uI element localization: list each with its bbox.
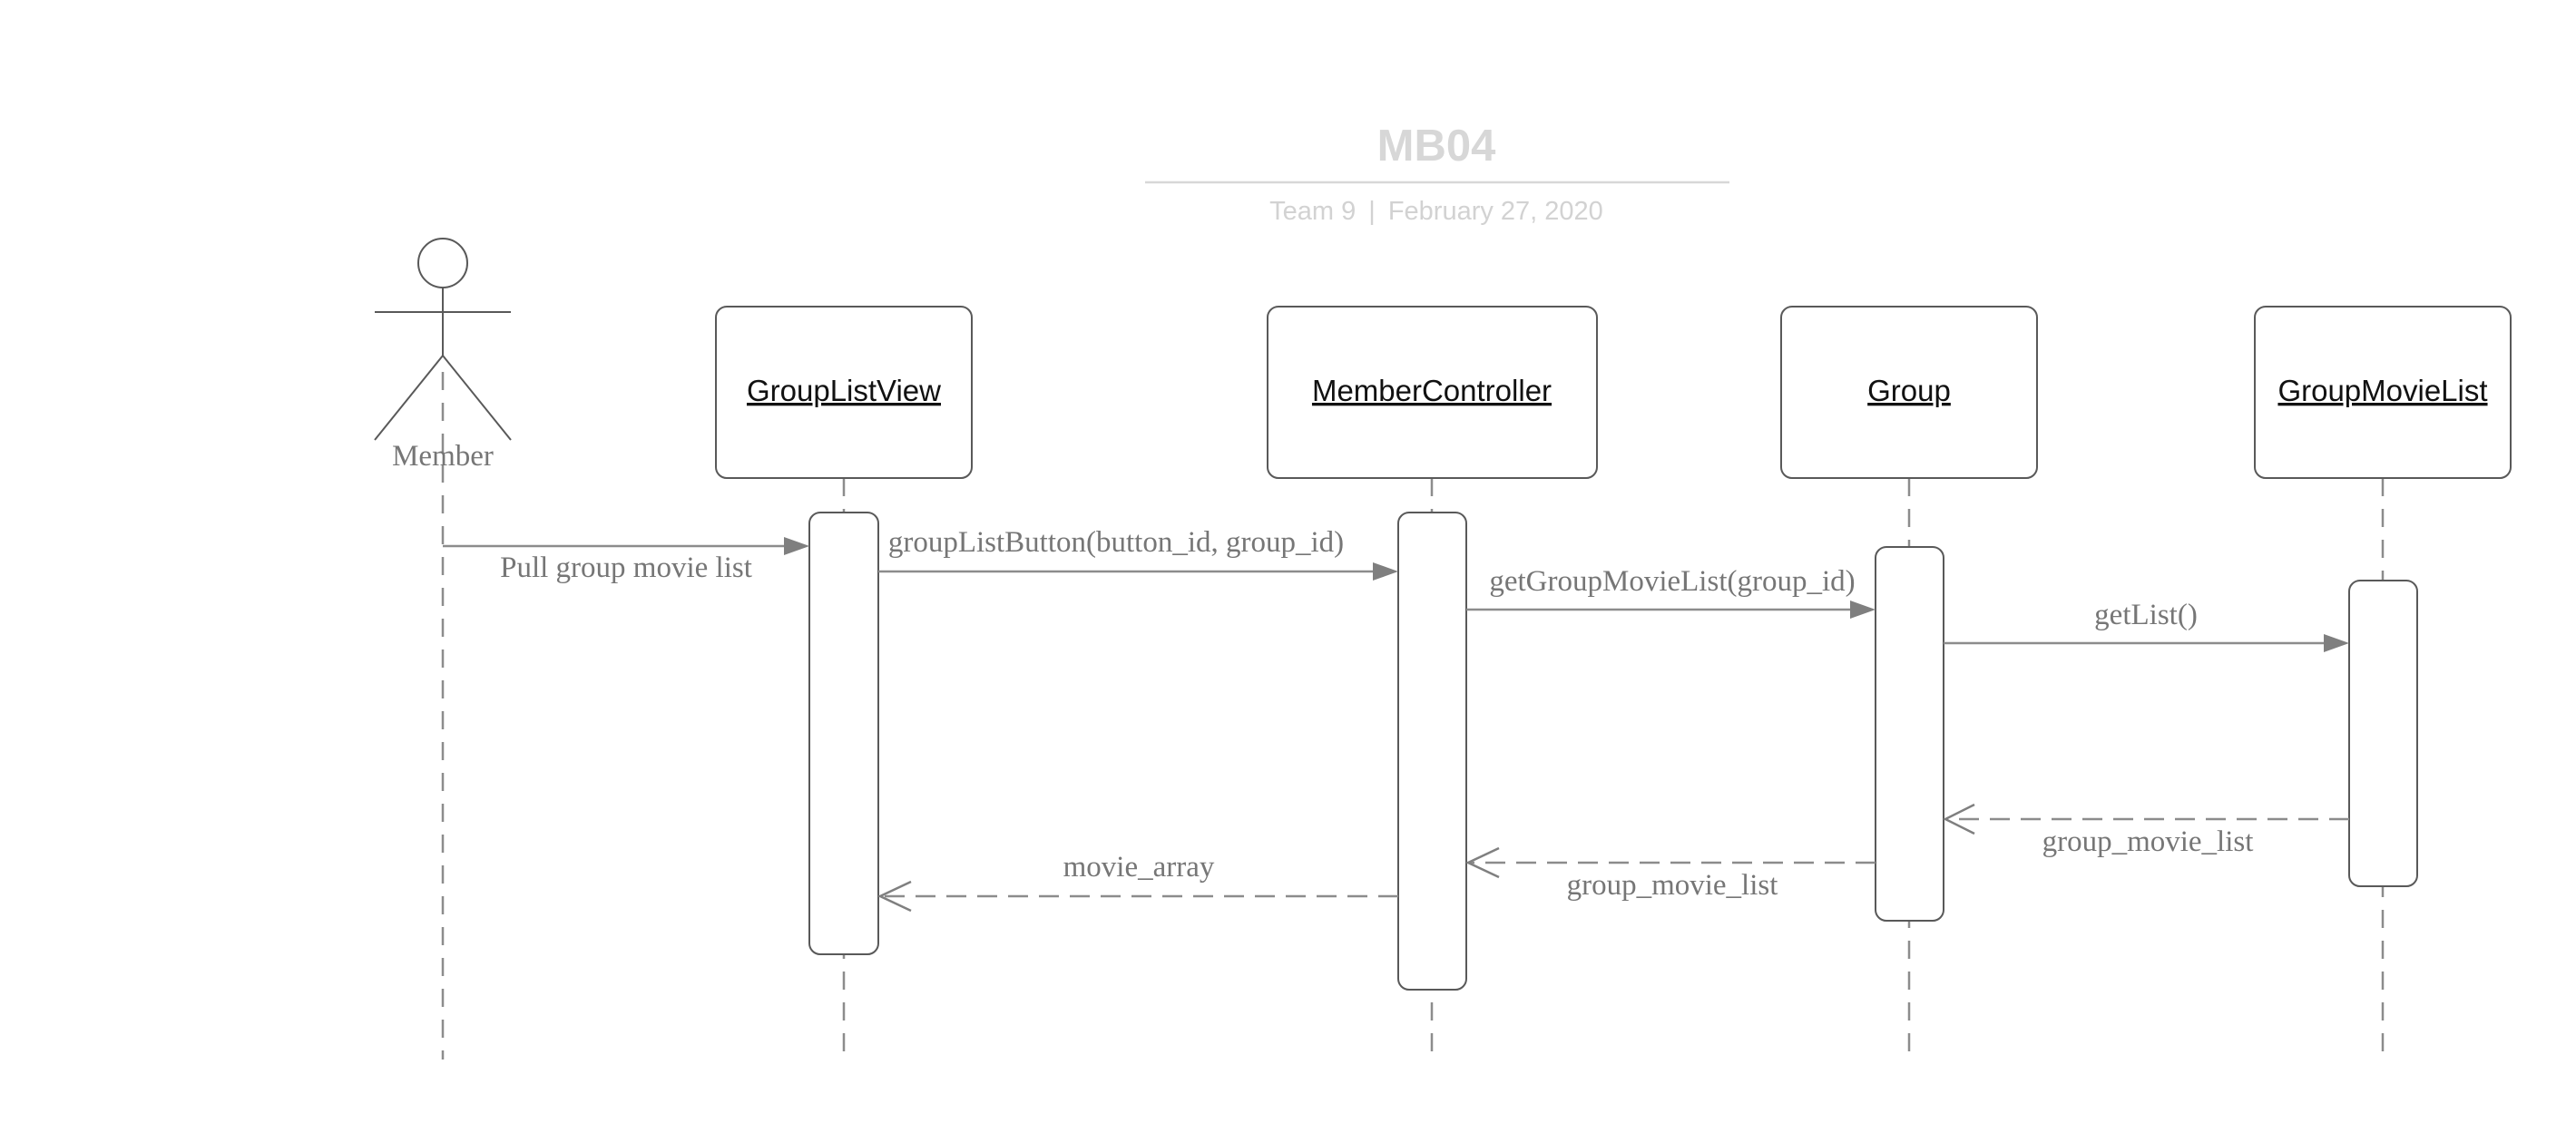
activation-membercontroller — [1397, 512, 1467, 991]
message-label: movie_array — [1063, 851, 1215, 884]
stick-figure-icon — [374, 238, 512, 441]
message-label: Pull group movie list — [500, 552, 752, 584]
subtitle-team: Team 9 — [1269, 197, 1356, 226]
message-return-group-movie-list-2: group_movie_list — [1465, 846, 1876, 902]
arrow-head-icon — [2324, 634, 2349, 652]
object-box-group: Group — [1780, 306, 2038, 479]
message-grouplistbutton: groupListButton(button_id, group_id) — [878, 526, 1398, 581]
object-box-groupmovielist: GroupMovieList — [2254, 306, 2512, 479]
diagram-subtitle: Team 9 | February 27, 2020 — [1269, 197, 1603, 226]
activation-grouplistview — [808, 512, 879, 955]
message-getgroupmovielist: getGroupMovieList(group_id) — [1466, 565, 1876, 619]
message-label: group_movie_list — [1567, 869, 1778, 902]
object-box-membercontroller: MemberController — [1267, 306, 1598, 479]
open-arrow-head-icon — [877, 880, 912, 913]
arrow-head-icon — [1373, 562, 1398, 581]
object-label: Group — [1867, 374, 1951, 407]
message-label: getGroupMovieList(group_id) — [1489, 565, 1855, 598]
object-label: MemberController — [1312, 374, 1552, 407]
message-pull-group-movie-list: Pull group movie list — [443, 537, 809, 584]
message-getlist: getList() — [1944, 599, 2349, 652]
subtitle-date: February 27, 2020 — [1388, 197, 1603, 226]
subtitle-separator: | — [1368, 197, 1376, 226]
open-arrow-head-icon — [1943, 803, 1975, 835]
actor-member: Member — [374, 238, 512, 473]
message-return-movie-array: movie_array — [877, 851, 1398, 913]
object-label: GroupMovieList — [2277, 374, 2487, 407]
actor-label: Member — [392, 440, 494, 473]
message-label: group_movie_list — [2042, 825, 2254, 858]
activation-group — [1875, 546, 1944, 922]
object-box-grouplistview: GroupListView — [715, 306, 973, 479]
message-label: groupListButton(button_id, group_id) — [888, 526, 1344, 559]
message-label: getList() — [2094, 599, 2198, 631]
message-return-group-movie-list-1: group_movie_list — [1943, 803, 2349, 858]
diagram-title: MB04 — [1377, 122, 1496, 171]
activation-groupmovielist — [2348, 580, 2418, 887]
arrow-head-icon — [1850, 601, 1876, 619]
open-arrow-head-icon — [1465, 846, 1500, 879]
object-label: GroupListView — [747, 374, 941, 407]
arrow-head-icon — [784, 537, 809, 555]
